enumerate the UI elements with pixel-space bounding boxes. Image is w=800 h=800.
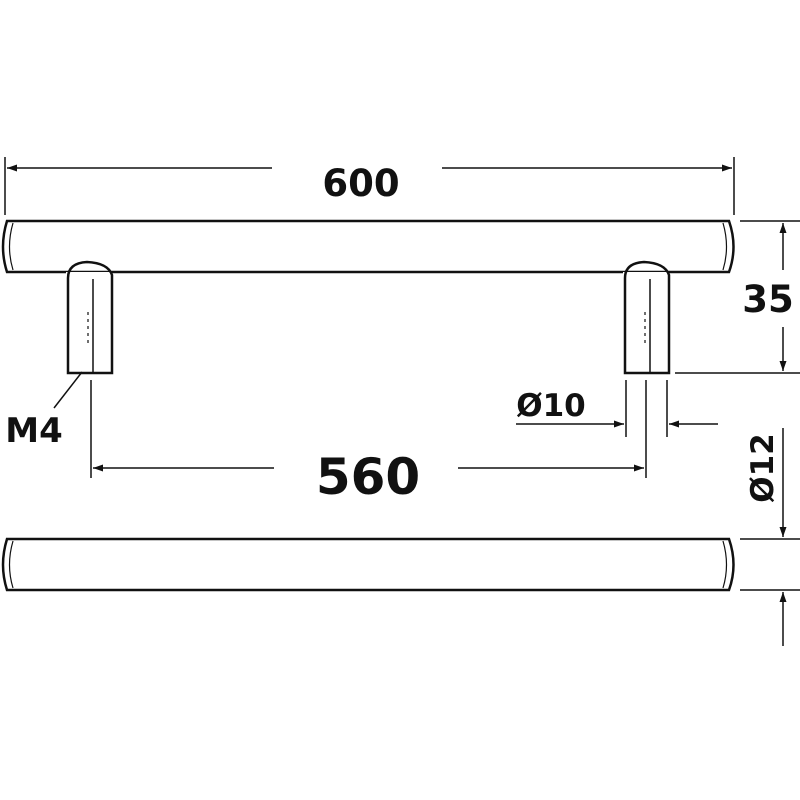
label-projection: 35 [742, 278, 794, 321]
right-leg [623, 260, 671, 375]
thread-callout: M4 [5, 371, 83, 451]
dimension-hole-centres: 560 [90, 380, 647, 506]
handle-bar-end-view [1, 537, 735, 592]
label-hole-centres: 560 [316, 448, 420, 506]
dimension-bar-diameter: Ø12 [740, 428, 800, 646]
bar-end-right [722, 222, 728, 271]
label-bar-diameter: Ø12 [745, 433, 781, 503]
dimension-projection: 35 [675, 220, 800, 374]
label-thread: M4 [5, 411, 63, 451]
left-leg [66, 260, 114, 375]
bar-end-left [8, 222, 14, 271]
label-overall-length: 600 [322, 162, 399, 205]
dimension-leg-diameter: Ø10 [516, 380, 718, 437]
handle-side-view [1, 219, 735, 375]
bar-section [1, 537, 735, 592]
label-leg-diameter: Ø10 [516, 388, 586, 424]
handle-bar [1, 219, 735, 274]
dimension-overall-length: 600 [4, 157, 735, 215]
